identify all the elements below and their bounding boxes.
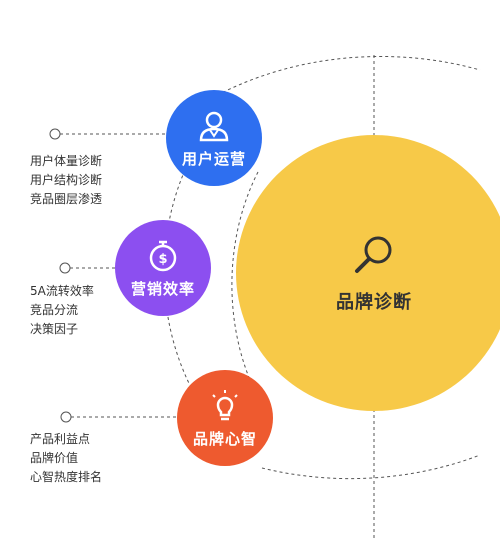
svg-text:$: $: [158, 252, 167, 267]
main-circle-brand-diagnosis: 品牌诊断: [236, 135, 500, 411]
node-marketing-efficiency: $ 营销效率: [115, 220, 211, 316]
desc-user-operation: 用户体量诊断 用户结构诊断 竞品圈层渗透: [30, 152, 102, 209]
outer-dashed-arc-lower: [261, 454, 481, 480]
desc-item: 5A流转效率: [30, 284, 94, 298]
desc-item: 产品利益点: [30, 432, 91, 446]
node-user-operation: 用户运营: [166, 90, 262, 186]
user-icon: [199, 111, 229, 141]
connector-dot-market: [59, 262, 71, 274]
node-brand-mindshare: 品牌心智: [177, 370, 273, 466]
connector-dot-user: [49, 128, 61, 140]
node-label: 营销效率: [130, 279, 195, 298]
connector-dot-brand: [60, 411, 72, 423]
lightbulb-icon: [212, 389, 238, 420]
desc-item: 决策因子: [30, 322, 79, 336]
desc-item: 竞品分流: [30, 303, 79, 317]
stopwatch-dollar-icon: $: [149, 240, 177, 271]
magnifier-icon: [355, 236, 392, 273]
desc-marketing-efficiency: 5A流转效率 竞品分流 决策因子: [30, 282, 94, 339]
desc-item: 竞品圈层渗透: [30, 192, 103, 206]
node-label: 品牌心智: [192, 429, 257, 448]
node-label: 用户运营: [181, 149, 246, 168]
desc-brand-mindshare: 产品利益点 品牌价值 心智热度排名: [30, 430, 102, 487]
desc-item: 用户结构诊断: [30, 173, 103, 187]
desc-item: 心智热度排名: [30, 470, 103, 484]
outer-dashed-arc: [211, 55, 481, 99]
left-dashed-arc-inner: [231, 171, 259, 381]
desc-item: 品牌价值: [30, 451, 79, 465]
main-label: 品牌诊断: [336, 292, 412, 313]
desc-item: 用户体量诊断: [30, 154, 103, 168]
